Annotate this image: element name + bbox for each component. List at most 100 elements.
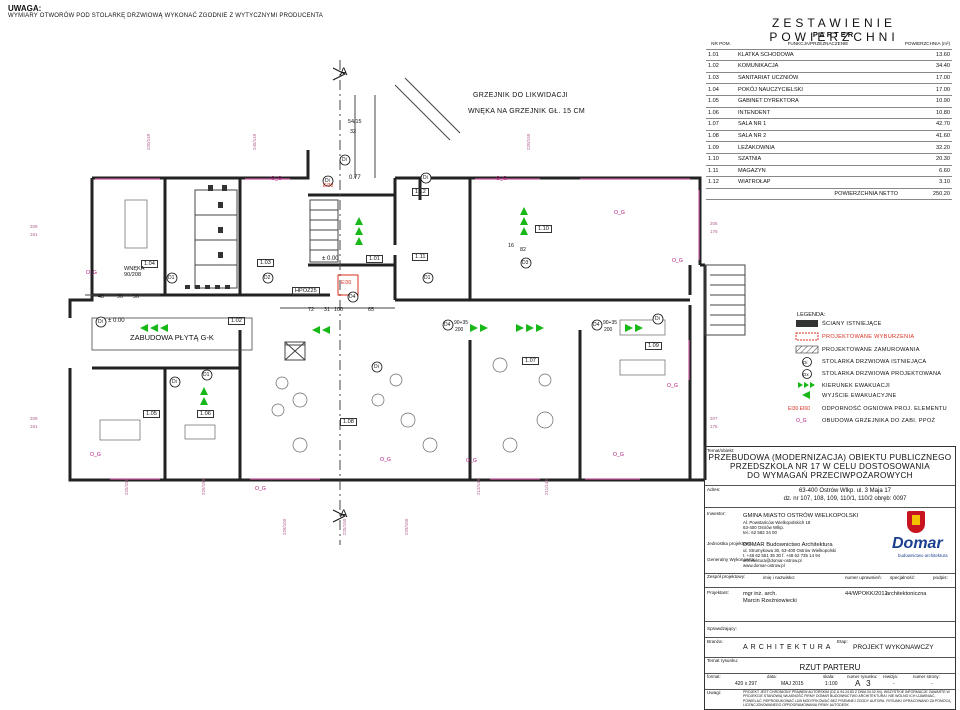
svg-text:207: 207: [710, 416, 718, 421]
schedule-header: NR POM.: [706, 38, 736, 50]
room-no: 1.03: [706, 72, 736, 85]
room-area: 41.60: [900, 130, 952, 143]
radiator-mark: O_G: [255, 486, 266, 492]
door-tag: D1: [424, 275, 431, 281]
svg-text:176: 176: [710, 424, 718, 429]
room-name: INTENDENT: [736, 107, 900, 120]
radiator-mark: O_G: [672, 258, 683, 264]
level-label-c: 0.77: [349, 175, 361, 181]
adres-label: Adres:: [707, 487, 721, 492]
niche-label: WNĘKA 90/208: [124, 266, 145, 278]
room-no: 1.01: [706, 49, 736, 62]
evacuation-arrows: [140, 207, 643, 405]
door-tag: D1: [203, 372, 210, 378]
investor-name: GMINA MIASTO OSTRÓW WIELKOPOLSKI: [743, 513, 859, 519]
legend-item: PROJEKTOWANE WYBURZENIA: [822, 334, 915, 340]
door-tag: D4: [593, 322, 600, 328]
svg-text:228/150: 228/150: [282, 518, 287, 535]
branch-row: Branża: ARCHITEKTURA Etap: PROJEKT WYKON…: [705, 637, 955, 658]
svg-text:220/150: 220/150: [526, 133, 531, 150]
svg-text:181: 181: [30, 232, 38, 237]
room-name: SALA NR 2: [736, 130, 900, 143]
section-a-bottom: A: [340, 508, 348, 520]
room-tag: 1.04: [141, 260, 158, 268]
investor-row: Inwestor: GMINA MIASTO OSTRÓW WIELKOPOLS…: [705, 507, 955, 574]
door-tag: D4: [444, 322, 451, 328]
radiator-mark: O_G: [667, 383, 678, 389]
room-tag: 1.12: [412, 188, 429, 196]
legend-door-new: Dx: [803, 372, 809, 377]
address-line: 63-400 Ostrów Wlkp. ul. 3 Maja 17: [798, 488, 892, 494]
room-no: 1.12: [706, 176, 736, 189]
project-row: Temat/obiekt: PRZEBUDOWA (MODERNIZACJA) …: [705, 447, 955, 486]
dim-label: 56: [133, 294, 139, 300]
radiator-mark: O_G: [271, 176, 282, 182]
room-tag: 1.11: [412, 253, 429, 261]
dim-label: 65: [368, 307, 374, 313]
level-label-a: ± 0.00: [108, 318, 125, 324]
company-line: architektura@domar-ostrow.pl: [743, 558, 802, 563]
generalny-label: Generalny Wykonawca:: [707, 557, 756, 562]
dim-label: 100: [334, 307, 343, 313]
zespol-label: Zespół projektowy:: [707, 574, 746, 579]
project-line: DO WYMAGAŃ PRZECIWPOŻAROWYCH: [747, 471, 913, 480]
uwagi-label: Uwagi:: [707, 690, 722, 695]
room-name: KLATKA SCHODOWA: [736, 49, 900, 62]
radiator-mark: O_G: [380, 457, 391, 463]
note-title: UWAGA:: [8, 4, 42, 13]
remarks-text: PROJEKT JEST CHRONIONY PRAWEM AUTORSKIM …: [743, 690, 951, 708]
room-name: KOMUNIKACJA: [736, 60, 900, 73]
meta-revision: -: [893, 681, 895, 687]
dim-label: 72: [308, 307, 314, 313]
room-area: 17.00: [900, 83, 952, 96]
radiator-mark: O_G: [614, 210, 625, 216]
note-text: WYMIARY OTWORÓW POD STOLARKĘ DRZWIOWĄ WY…: [8, 13, 323, 19]
radiator-note-1: GRZEJNIK DO LIKWIDACJI: [473, 92, 568, 99]
stage-value: PROJEKT WYKONAWCZY: [853, 644, 934, 651]
svg-text:212/149: 212/149: [476, 478, 481, 495]
door-tag: Di: [342, 157, 347, 163]
room-name: SALA NR 1: [736, 118, 900, 131]
project-line: PRZEDSZKOLA NR 17 W CELU DOSTOSOWANIA: [730, 462, 930, 471]
meta-row: format: data: skala: numer rysunku: rewi…: [705, 673, 955, 690]
radiator-mark: O_G: [496, 176, 507, 182]
room-tag: 1.02: [228, 317, 245, 325]
meta-scale: 1:100: [825, 681, 838, 687]
room-no: 1.04: [706, 83, 736, 96]
city-crest: [907, 511, 925, 533]
room-no: 1.08: [706, 130, 736, 143]
meta-format: 420 x 297: [735, 681, 757, 687]
schedule-subtitle: PARTER: [812, 30, 856, 39]
svg-text:225/150: 225/150: [124, 478, 129, 495]
room-area: 34.40: [900, 60, 952, 73]
legend-item: ODPORNOŚĆ OGNIOWA PROJ. ELEMENTU: [822, 406, 948, 412]
designer-row: Projektant: mgr inż. arch. Marcin Rzeźni…: [705, 587, 955, 622]
legend-symbols: [795, 320, 819, 399]
remarks-row: Uwagi: PROJEKT JEST CHRONIONY PRAWEM AUT…: [705, 689, 955, 709]
svg-text:220/149: 220/149: [146, 133, 151, 150]
room-area: 20.30: [900, 153, 952, 166]
total-label: POWIERZCHNIA NETTO: [736, 188, 900, 201]
drawing-title: RZUT PARTERU: [799, 663, 861, 672]
project-line: PRZEBUDOWA (MODERNIZACJA) OBIEKTU PUBLIC…: [708, 453, 952, 462]
address-row: Adres: 63-400 Ostrów Wlkp. ul. 3 Maja 17…: [705, 485, 955, 508]
company-name: DOMAR Budownictwo Architektura: [743, 542, 833, 548]
room-tag: 1.08: [340, 418, 357, 426]
checker-row: Sprawdzający:: [705, 621, 955, 638]
legend-item: KIERUNEK EWAKUACJI: [822, 383, 890, 389]
team-header: numer uprawnień:: [845, 575, 882, 580]
title-block: Temat/obiekt: PRZEBUDOWA (MODERNIZACJA) …: [704, 446, 956, 710]
room-name: WIATROŁAP: [736, 176, 900, 189]
legend-door-existing: Di: [803, 360, 808, 365]
door-tag: D2: [264, 275, 271, 281]
svg-text:225/150: 225/150: [342, 518, 347, 535]
room-no: 1.07: [706, 118, 736, 131]
